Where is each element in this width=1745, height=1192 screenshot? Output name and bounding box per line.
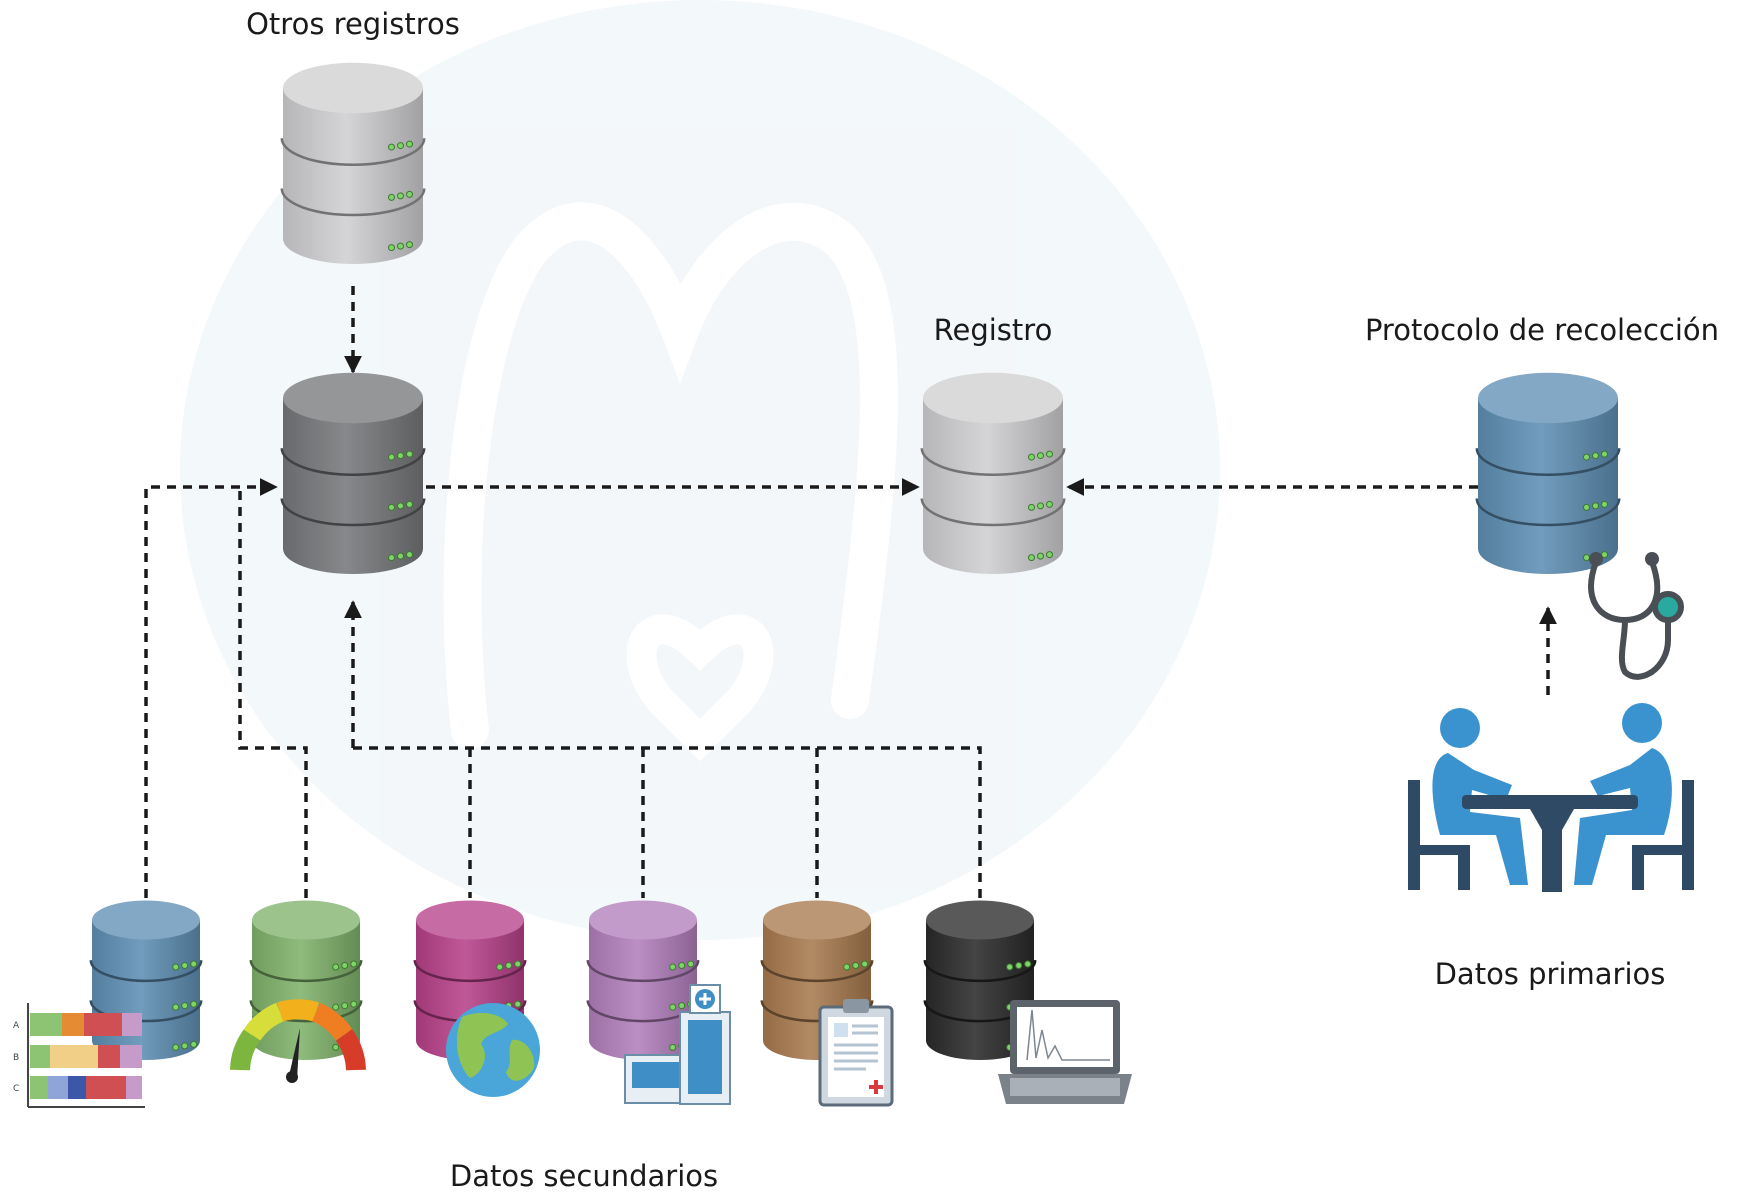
stethoscope-icon [1588,552,1684,680]
database-secundario-lavender [586,900,700,1061]
label-datos-primarios: Datos primarios [1435,957,1666,991]
doctor-patient-consultation-icon [1408,703,1694,892]
connectors [144,286,1557,898]
arrow-blue-db-to-hub [144,478,278,898]
bar-chart-icon: A B C [13,1003,145,1108]
database-secundario-blue [89,900,203,1060]
hospital-icon [624,984,731,1105]
globe-icon [446,1003,540,1097]
bar-row-label-b: B [13,1053,19,1063]
bar-row-label-a: A [13,1021,20,1031]
gauge-icon [230,999,366,1083]
label-datos-secundarios: Datos secundarios [450,1159,718,1192]
clipboard-icon [818,999,894,1107]
watermark-logo [180,0,1220,940]
label-registro: Registro [934,313,1053,347]
database-protocolo [1475,372,1621,574]
label-otros-registros: Otros registros [246,7,460,41]
label-protocolo-de-recoleccion: Protocolo de recolección [1365,313,1719,347]
laptop-icon [998,1000,1132,1104]
text-labels: Otros registros Registro Protocolo de re… [246,7,1719,1192]
bar-row-label-c: C [13,1084,19,1094]
database-otros-registros [280,62,426,264]
arrow-green-db-to-hub [238,487,308,898]
database-hub [280,372,426,574]
connector-bus [353,746,982,898]
database-registro [920,372,1066,574]
